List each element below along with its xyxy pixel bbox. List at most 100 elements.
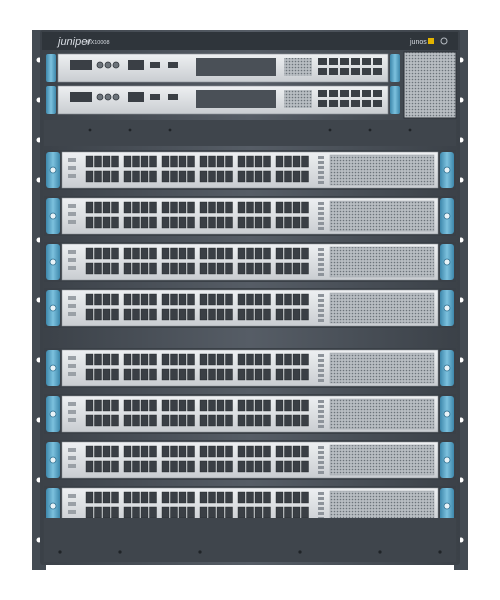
qsfp-port[interactable]: [216, 368, 225, 381]
qsfp-port[interactable]: [187, 368, 195, 381]
qsfp-port[interactable]: [178, 414, 187, 427]
qsfp-port[interactable]: [161, 216, 170, 229]
qsfp-port[interactable]: [216, 353, 225, 366]
qsfp-port[interactable]: [225, 399, 233, 412]
qsfp-port[interactable]: [225, 293, 233, 306]
qsfp-port[interactable]: [111, 247, 119, 260]
qsfp-port[interactable]: [199, 308, 208, 321]
qsfp-port[interactable]: [237, 399, 246, 412]
routing-engine-ejector-right[interactable]: [390, 54, 400, 82]
qsfp-port[interactable]: [111, 262, 119, 275]
ejector-screw[interactable]: [443, 304, 451, 312]
qsfp-port[interactable]: [140, 353, 149, 366]
qsfp-port[interactable]: [132, 170, 140, 183]
qsfp-port[interactable]: [132, 399, 140, 412]
qsfp-port[interactable]: [94, 308, 102, 321]
qsfp-port[interactable]: [301, 293, 309, 306]
management-port[interactable]: [70, 92, 92, 102]
qsfp-port[interactable]: [149, 506, 157, 519]
qsfp-port[interactable]: [216, 293, 225, 306]
qsfp-port[interactable]: [140, 170, 149, 183]
qsfp-port[interactable]: [292, 216, 301, 229]
qsfp-port[interactable]: [275, 491, 284, 504]
qsfp-port[interactable]: [301, 445, 309, 458]
qsfp-port[interactable]: [170, 399, 178, 412]
qsfp-port[interactable]: [140, 414, 149, 427]
qsfp-port[interactable]: [225, 414, 233, 427]
qsfp-port[interactable]: [199, 506, 208, 519]
sfp-port[interactable]: [362, 58, 371, 65]
qsfp-port[interactable]: [237, 414, 246, 427]
qsfp-port[interactable]: [263, 399, 271, 412]
qsfp-port[interactable]: [216, 491, 225, 504]
qsfp-port[interactable]: [246, 201, 254, 214]
qsfp-port[interactable]: [85, 308, 94, 321]
qsfp-port[interactable]: [246, 293, 254, 306]
qsfp-port[interactable]: [292, 491, 301, 504]
qsfp-port[interactable]: [85, 368, 94, 381]
qsfp-port[interactable]: [140, 460, 149, 473]
qsfp-port[interactable]: [208, 506, 216, 519]
qsfp-port[interactable]: [199, 247, 208, 260]
qsfp-port[interactable]: [246, 170, 254, 183]
qsfp-port[interactable]: [85, 293, 94, 306]
qsfp-port[interactable]: [187, 293, 195, 306]
ejector-screw[interactable]: [443, 212, 451, 220]
qsfp-port[interactable]: [178, 506, 187, 519]
qsfp-port[interactable]: [111, 506, 119, 519]
qsfp-port[interactable]: [237, 445, 246, 458]
ejector-screw[interactable]: [443, 410, 451, 418]
qsfp-port[interactable]: [237, 155, 246, 168]
qsfp-port[interactable]: [149, 308, 157, 321]
qsfp-port[interactable]: [216, 445, 225, 458]
qsfp-port[interactable]: [132, 201, 140, 214]
qsfp-port[interactable]: [216, 414, 225, 427]
qsfp-port[interactable]: [149, 247, 157, 260]
ejector-screw[interactable]: [49, 410, 57, 418]
qsfp-port[interactable]: [208, 262, 216, 275]
qsfp-port[interactable]: [237, 262, 246, 275]
qsfp-port[interactable]: [132, 293, 140, 306]
qsfp-port[interactable]: [208, 216, 216, 229]
qsfp-port[interactable]: [292, 170, 301, 183]
qsfp-port[interactable]: [140, 216, 149, 229]
qsfp-port[interactable]: [263, 247, 271, 260]
qsfp-port[interactable]: [111, 399, 119, 412]
qsfp-port[interactable]: [263, 201, 271, 214]
qsfp-port[interactable]: [149, 201, 157, 214]
qsfp-port[interactable]: [237, 491, 246, 504]
qsfp-port[interactable]: [246, 414, 254, 427]
qsfp-port[interactable]: [178, 247, 187, 260]
qsfp-port[interactable]: [263, 262, 271, 275]
qsfp-port[interactable]: [132, 155, 140, 168]
qsfp-port[interactable]: [284, 293, 292, 306]
qsfp-port[interactable]: [254, 262, 263, 275]
sfp-port[interactable]: [318, 90, 327, 97]
ejector-screw[interactable]: [49, 166, 57, 174]
qsfp-port[interactable]: [102, 155, 111, 168]
qsfp-port[interactable]: [246, 247, 254, 260]
qsfp-port[interactable]: [178, 155, 187, 168]
qsfp-port[interactable]: [254, 155, 263, 168]
qsfp-port[interactable]: [246, 262, 254, 275]
qsfp-port[interactable]: [292, 201, 301, 214]
ejector-screw[interactable]: [443, 456, 451, 464]
qsfp-port[interactable]: [275, 399, 284, 412]
qsfp-port[interactable]: [94, 399, 102, 412]
qsfp-port[interactable]: [102, 216, 111, 229]
qsfp-port[interactable]: [263, 308, 271, 321]
qsfp-port[interactable]: [225, 247, 233, 260]
qsfp-port[interactable]: [292, 293, 301, 306]
qsfp-port[interactable]: [161, 262, 170, 275]
qsfp-port[interactable]: [132, 460, 140, 473]
qsfp-port[interactable]: [275, 368, 284, 381]
qsfp-port[interactable]: [187, 414, 195, 427]
qsfp-port[interactable]: [161, 491, 170, 504]
qsfp-port[interactable]: [246, 491, 254, 504]
qsfp-port[interactable]: [237, 216, 246, 229]
qsfp-port[interactable]: [149, 293, 157, 306]
qsfp-port[interactable]: [225, 201, 233, 214]
qsfp-port[interactable]: [111, 353, 119, 366]
sma-connector[interactable]: [96, 61, 104, 69]
usb-port[interactable]: [168, 94, 178, 100]
